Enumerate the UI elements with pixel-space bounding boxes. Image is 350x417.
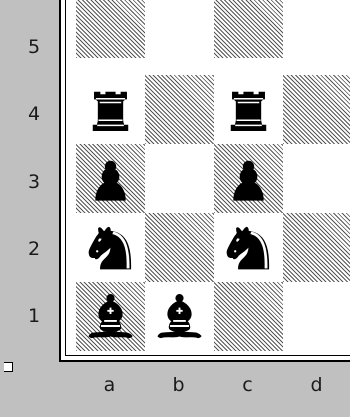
square-b4[interactable]	[145, 75, 214, 144]
square-a4[interactable]	[76, 75, 145, 144]
square-d2[interactable]	[283, 213, 350, 282]
black-rook-icon[interactable]	[220, 81, 277, 138]
square-b2[interactable]	[145, 213, 214, 282]
chess-board	[59, 0, 350, 362]
rank-label-3: 3	[22, 173, 46, 192]
square-d1[interactable]	[283, 282, 350, 351]
square-c5[interactable]	[214, 0, 283, 58]
black-knight-icon[interactable]	[220, 219, 277, 276]
rank-label-5: 5	[22, 38, 46, 57]
square-a3[interactable]	[76, 144, 145, 213]
square-d5[interactable]	[283, 0, 350, 58]
black-bishop-icon[interactable]	[82, 288, 139, 345]
square-c3[interactable]	[214, 144, 283, 213]
black-pawn-icon[interactable]	[220, 150, 277, 207]
square-c2[interactable]	[214, 213, 283, 282]
rank-label-4: 4	[22, 105, 46, 124]
black-bishop-icon[interactable]	[151, 288, 208, 345]
file-label-c: c	[213, 376, 282, 395]
square-b5[interactable]	[145, 0, 214, 58]
file-label-a: a	[75, 376, 144, 395]
square-a2[interactable]	[76, 213, 145, 282]
square-b1[interactable]	[145, 282, 214, 351]
file-label-d: d	[282, 376, 350, 395]
file-label-b: b	[144, 376, 213, 395]
rank-label-1: 1	[22, 307, 46, 326]
rank-label-2: 2	[22, 240, 46, 259]
black-pawn-icon[interactable]	[82, 150, 139, 207]
square-d3[interactable]	[283, 144, 350, 213]
window-resize-mark	[4, 362, 13, 372]
black-knight-icon[interactable]	[82, 219, 139, 276]
square-b3[interactable]	[145, 144, 214, 213]
board-grid	[65, 0, 350, 356]
square-a5[interactable]	[76, 0, 145, 58]
square-a1[interactable]	[76, 282, 145, 351]
square-d4[interactable]	[283, 75, 350, 144]
square-c4[interactable]	[214, 75, 283, 144]
square-c1[interactable]	[214, 282, 283, 351]
black-rook-icon[interactable]	[82, 81, 139, 138]
